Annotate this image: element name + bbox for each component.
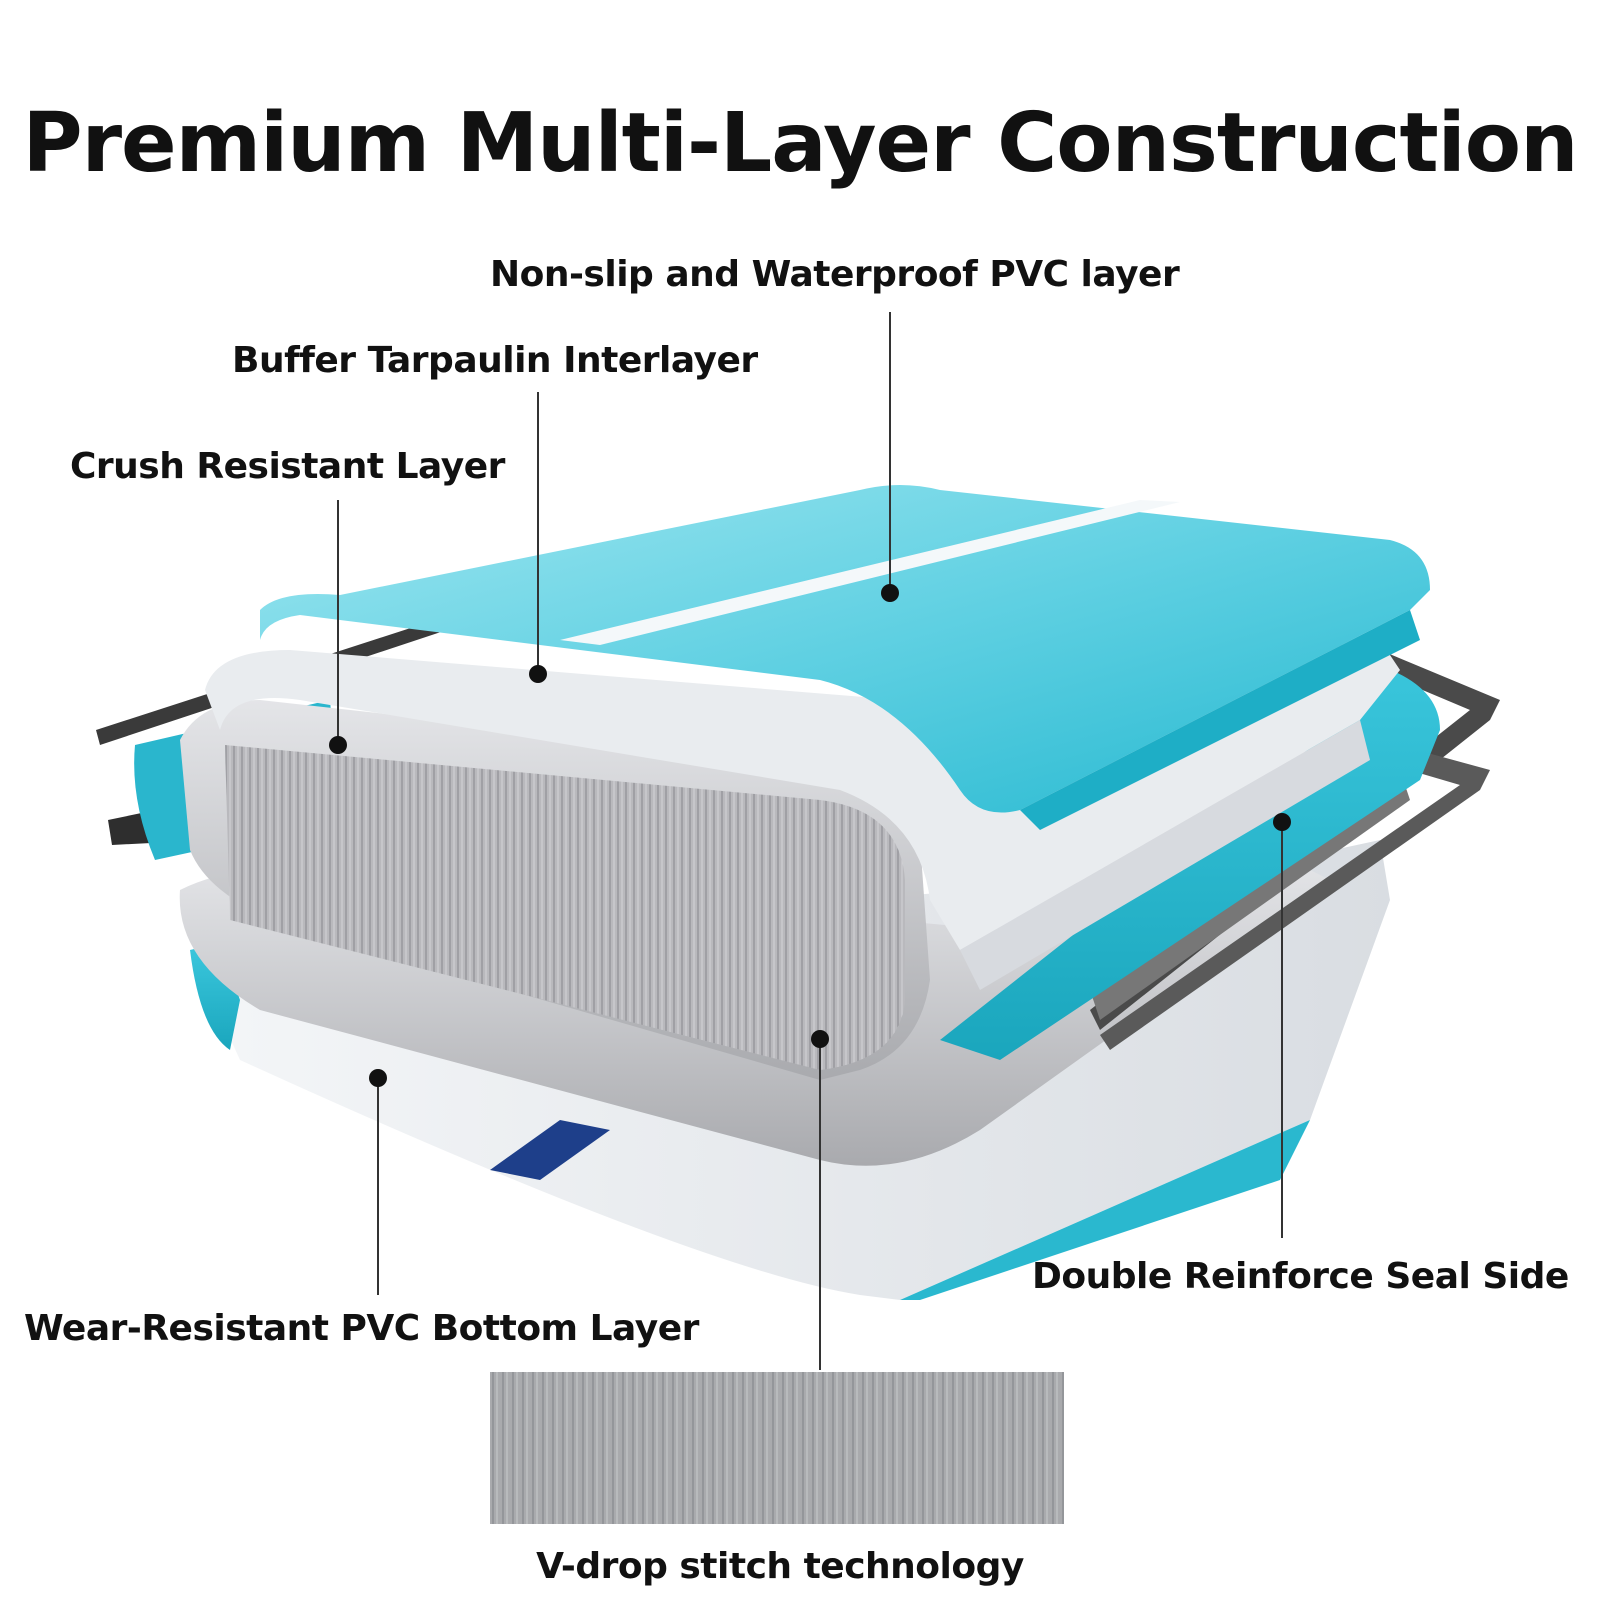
stitch-swatch [490, 1372, 1064, 1524]
label-crush-layer: Crush Resistant Layer [70, 446, 505, 487]
callout-dot-seal [1273, 813, 1291, 831]
callout-dot-crush [329, 736, 347, 754]
label-top-layer: Non-slip and Waterproof PVC layer [490, 254, 1180, 295]
label-seal-side: Double Reinforce Seal Side [1032, 1256, 1569, 1297]
drop-stitch-core [180, 700, 930, 1080]
label-vdrop-stitch: V-drop stitch technology [536, 1546, 1024, 1587]
callout-dot-bottom [369, 1069, 387, 1087]
callout-dot-stitch [811, 1030, 829, 1048]
callout-dot-buffer [529, 665, 547, 683]
page-title: Premium Multi-Layer Construction [22, 96, 1579, 191]
callouts [329, 312, 1291, 1370]
top-pvc-layer [260, 485, 1430, 830]
label-bottom-layer: Wear-Resistant PVC Bottom Layer [24, 1308, 699, 1349]
label-buffer-interlayer: Buffer Tarpaulin Interlayer [232, 340, 758, 381]
callout-dot-top [881, 584, 899, 602]
